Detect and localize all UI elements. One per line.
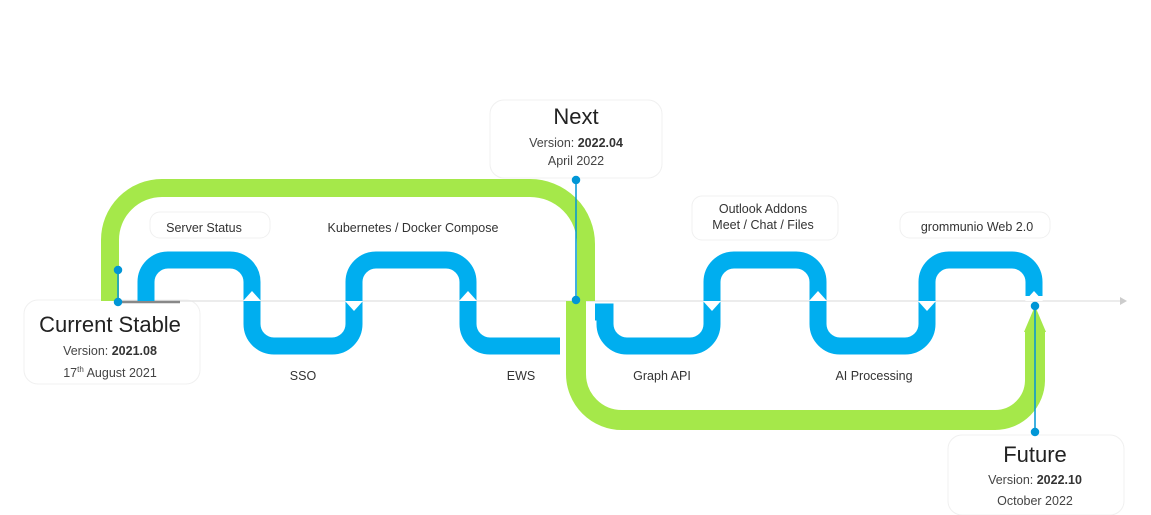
- feature-graph-api: Graph API: [633, 369, 691, 383]
- milestone-title-next: Next: [553, 104, 599, 129]
- green-track-next-to-future: [566, 301, 1045, 430]
- date-rest: August 2021: [86, 366, 157, 381]
- date-day: 17: [63, 366, 78, 381]
- feature-sso: SSO: [289, 369, 317, 383]
- version-label: Version:: [63, 344, 109, 358]
- version-label: Version:: [988, 473, 1034, 487]
- version-number: 2022.04: [577, 136, 623, 150]
- milestone-date-current: 17th August 2021: [63, 360, 157, 383]
- milestone-date-next: April 2022: [547, 154, 605, 168]
- milestone-title-future: Future: [1003, 442, 1067, 467]
- blue-track-segment-1: [137, 251, 560, 355]
- milestone-version-current: Version: 2021.08: [63, 341, 157, 361]
- feature-web2: grommunio Web 2.0: [920, 220, 1034, 234]
- date-suffix: th: [77, 365, 84, 374]
- blue-track-segment-2: [595, 251, 1043, 355]
- feature-server-status: Server Status: [166, 221, 242, 235]
- version-number: 2021.08: [111, 344, 157, 358]
- feature-ai-processing: AI Processing: [835, 369, 913, 383]
- feature-kubernetes: Kubernetes / Docker Compose: [327, 221, 499, 235]
- milestone-date-future: October 2022: [997, 494, 1073, 508]
- green-track-current-to-next: [101, 179, 595, 301]
- version-number: 2022.10: [1036, 473, 1082, 487]
- milestone-title-current: Current Stable: [39, 312, 181, 337]
- milestone-version-next: Version: 2022.04: [529, 133, 623, 153]
- milestone-version-future: Version: 2022.10: [988, 470, 1082, 490]
- feature-outlook-addons: Outlook Addons: [718, 202, 808, 216]
- feature-meet-chat-files: Meet / Chat / Files: [712, 218, 814, 232]
- milestone-markers: [113, 175, 1040, 437]
- timeline-axis-arrow: [1120, 297, 1127, 305]
- track-notches: [243, 291, 1043, 311]
- version-label: Version:: [529, 136, 575, 150]
- feature-ews: EWS: [506, 369, 536, 383]
